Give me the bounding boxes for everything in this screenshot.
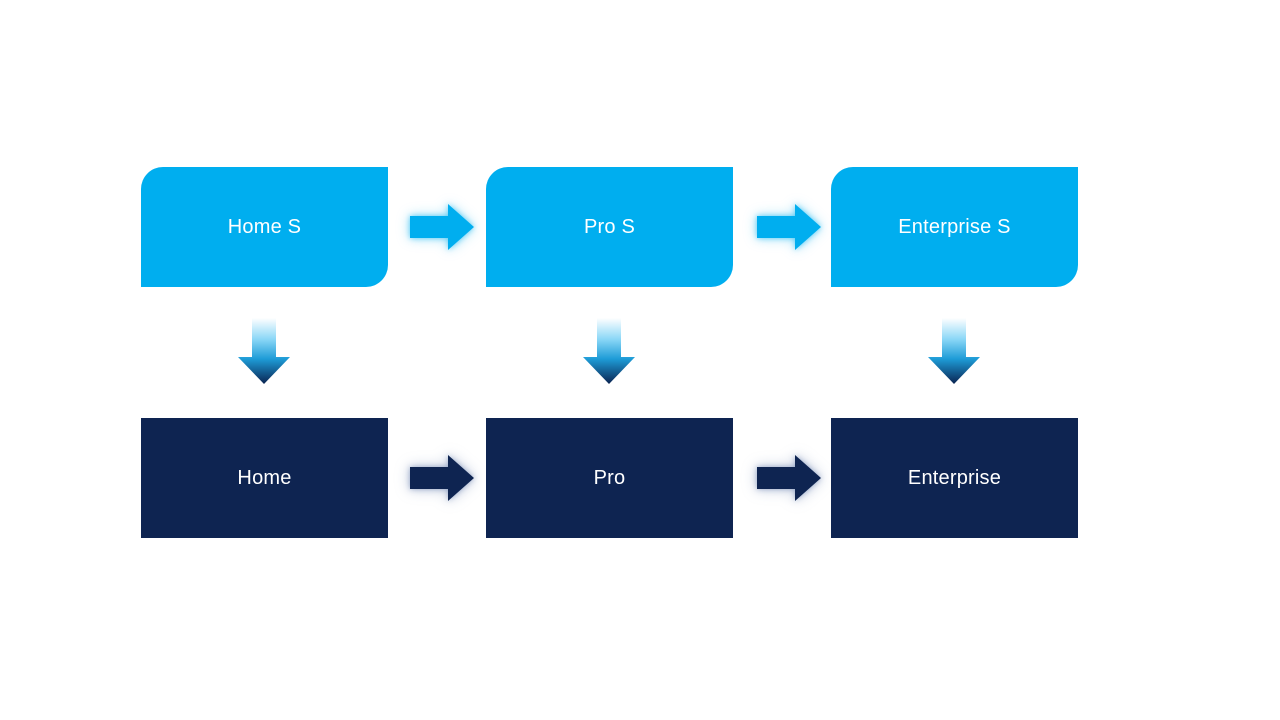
node-enterprise: Enterprise [831, 418, 1078, 538]
node-label: Home S [227, 215, 302, 238]
node-label: Home [237, 466, 292, 489]
right-arrow-icon [410, 455, 474, 501]
node-label: Pro S [583, 215, 636, 238]
down-arrow-icon [238, 318, 290, 384]
node-enterprise-s: Enterprise S [831, 167, 1078, 287]
node-pro-s: Pro S [486, 167, 733, 287]
node-label: Pro [593, 466, 626, 489]
right-arrow-icon [410, 204, 474, 250]
node-label: Enterprise [907, 466, 1002, 489]
right-arrow-icon [757, 204, 821, 250]
node-home-s: Home S [141, 167, 388, 287]
node-home: Home [141, 418, 388, 538]
right-arrow-icon [757, 455, 821, 501]
node-label: Enterprise S [898, 215, 1011, 238]
down-arrow-icon [928, 318, 980, 384]
node-pro: Pro [486, 418, 733, 538]
down-arrow-icon [583, 318, 635, 384]
